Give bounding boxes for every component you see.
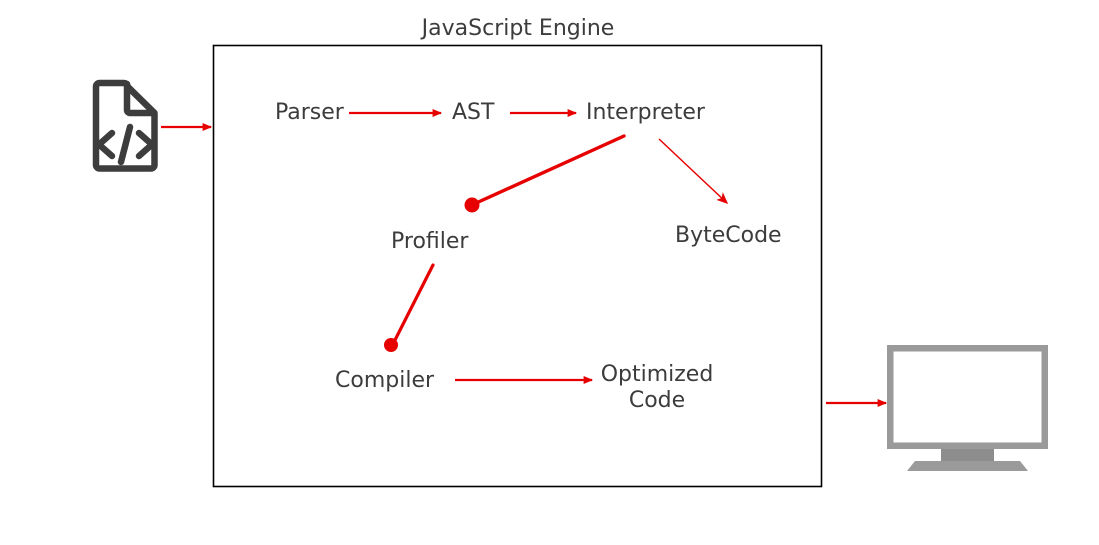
node-label-bytecode: ByteCode: [675, 223, 782, 248]
monitor-icon: [887, 345, 1048, 471]
node-label-parser: Parser: [275, 100, 344, 125]
connector-profiler-to-compiler: [384, 263, 435, 352]
page-title: JavaScript Engine: [421, 16, 615, 41]
arrow-interpreter-to-bytecode: [658, 138, 729, 205]
code-file-icon: [92, 79, 158, 172]
node-label-profiler: Profiler: [391, 229, 469, 254]
node-label-ast: AST: [452, 100, 495, 125]
node-label-compiler: Compiler: [335, 368, 435, 393]
engine-box: [212, 44, 823, 488]
node-label-optimized-code: Optimized Code: [600, 362, 714, 413]
node-label-interpreter: Interpreter: [586, 100, 705, 125]
connector-interpreter-to-profiler: [464, 134, 626, 213]
